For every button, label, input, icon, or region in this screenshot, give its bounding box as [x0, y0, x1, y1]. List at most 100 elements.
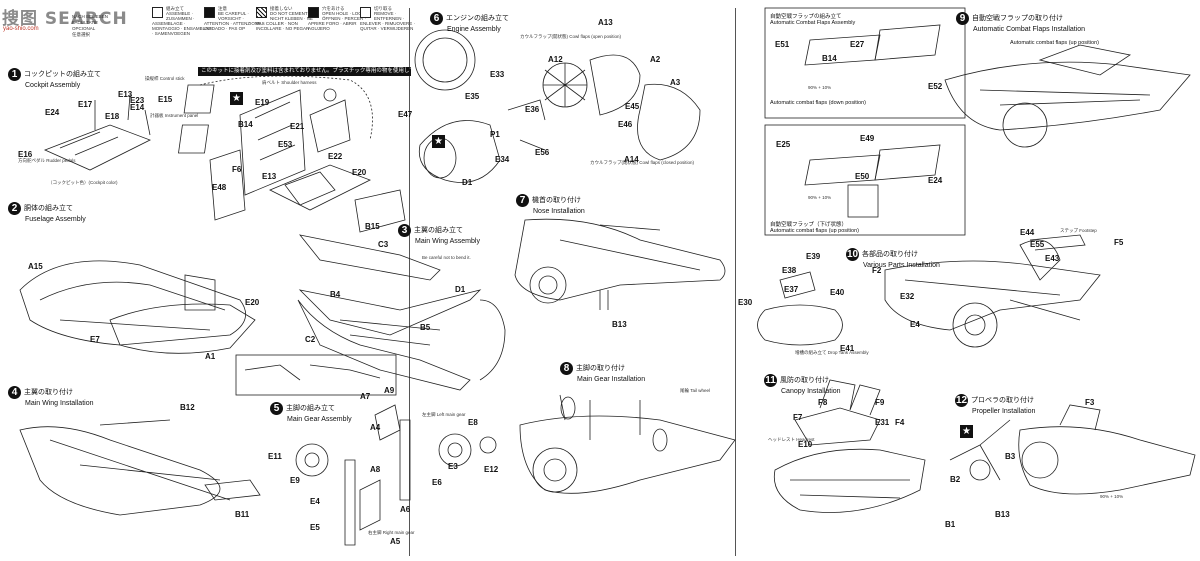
part-label: P1: [490, 130, 500, 139]
part-label: E56: [535, 148, 550, 157]
part-label: E53: [278, 140, 293, 149]
note-headrest: ヘッドレスト Headrest: [768, 437, 815, 442]
part-label: B13: [612, 320, 627, 329]
part-label: E48: [212, 183, 227, 192]
part-label: B1: [945, 520, 956, 529]
part-label: E8: [468, 418, 478, 427]
cockpit-floor-drawing: [43, 124, 151, 171]
part-label: B5: [420, 323, 431, 332]
part-label: E18: [105, 112, 120, 121]
part-label: E32: [900, 292, 915, 301]
part-label: E4: [910, 320, 920, 329]
careful-icon: [204, 7, 215, 18]
part-label: F4: [895, 418, 905, 427]
part-label: E21: [290, 122, 305, 131]
page-fold-right: [735, 8, 736, 556]
part-label: F2: [872, 266, 882, 275]
note-drop-tank: 増槽の組み立て Drop Tank Assembly: [795, 350, 869, 355]
part-label: A6: [400, 505, 411, 514]
paint-code-a: NACH BELIEBEN: [72, 14, 109, 19]
part-label: E23: [130, 96, 145, 105]
note-careful: Be careful not to bend it.: [422, 255, 471, 260]
part-label: E20: [245, 298, 260, 307]
part-label: D1: [455, 285, 466, 294]
part-label: E22: [328, 152, 343, 161]
watermark-logo: 搜图 SEARCH: [2, 9, 128, 29]
part-label: E30: [738, 298, 753, 307]
part-label: B11: [235, 510, 250, 519]
part-label: E9: [290, 476, 300, 485]
part-label: E46: [618, 120, 633, 129]
part-label: B3: [1005, 452, 1016, 461]
fuselage-half-drawing: [19, 260, 247, 346]
remove-icon: [360, 7, 371, 18]
part-label: A1: [205, 352, 216, 361]
part-label: C2: [305, 335, 316, 344]
part-label: B14: [238, 120, 253, 129]
part-label: A3: [670, 78, 681, 87]
part-label: E45: [625, 102, 640, 111]
part-label: F3: [1085, 398, 1095, 407]
part-label: E39: [806, 252, 821, 261]
part-label: F9: [875, 398, 885, 407]
note-cowl-open: カウルフラップ(開状態) Cowl flaps (open position): [520, 34, 622, 39]
part-label: B13: [995, 510, 1010, 519]
part-label: E17: [78, 100, 93, 109]
propeller-drawing: [949, 419, 1011, 481]
part-label: C3: [378, 240, 389, 249]
part-label: E25: [776, 140, 791, 149]
star-icon: ★: [960, 425, 973, 438]
part-label: E31: [875, 418, 890, 427]
main-gear-install-drawing: [519, 415, 736, 494]
note-mix-3: 90% + 10%: [1100, 494, 1124, 499]
part-label: E6: [432, 478, 442, 487]
part-label: E35: [465, 92, 480, 101]
part-label: E16: [18, 150, 33, 159]
part-label: E13: [262, 172, 277, 181]
nose-install-drawing: [514, 218, 726, 301]
part-label: E5: [310, 523, 320, 532]
drop-tank-drawing: [757, 304, 843, 346]
paint-code-d: 任意選択: [72, 32, 90, 37]
wheel-drawing-right: [438, 433, 472, 467]
part-label: E14: [130, 103, 145, 112]
cockpit-seat-drawing: [239, 89, 306, 196]
canopy-fuselage-drawing: [773, 448, 926, 513]
part-label: A13: [598, 18, 613, 27]
page-fold-left: [409, 8, 410, 556]
part-label: E12: [484, 465, 499, 474]
note-mix-2: 90% + 10%: [808, 195, 832, 200]
part-label: B4: [330, 290, 341, 299]
part-label: A8: [370, 465, 381, 474]
part-label: E15: [158, 95, 173, 104]
part-label: A5: [390, 537, 401, 546]
part-label: B14: [822, 54, 837, 63]
flap-box-2-frame: [764, 124, 966, 236]
part-label: E49: [860, 134, 875, 143]
note-right-gear: 右主脚 Right main gear: [368, 530, 415, 535]
part-label: F8: [818, 398, 828, 407]
notice-banner: このキットに接着剤及び塗料は含まれておりません。プラスチック専用の物を使用して下…: [198, 67, 411, 76]
part-label: A2: [650, 55, 661, 64]
note-cockpit-color: （コックピット色）(Cockpit color): [48, 180, 118, 185]
flaps-up-position: Automatic combat flaps (down position): [770, 100, 866, 106]
note-cowl-closed: カウルフラップ(閉状態) Cowl flaps (closed position…: [590, 160, 695, 165]
part-label: E13: [118, 90, 133, 99]
paint-code-b: FACULTATIF: [72, 20, 99, 25]
paint-code-box: NACH BELIEBEN FACULTATIF OPCIONAL 任意選択: [4, 4, 149, 44]
cowling-d1-drawing: [418, 120, 501, 183]
note-rudder-pedals: 方向舵ペダル Rudder pedals: [18, 158, 76, 163]
part-label: F5: [1114, 238, 1124, 247]
open-hole-icon: [308, 7, 319, 18]
note-mix-1: 90% + 10%: [808, 85, 832, 90]
note-shoulder-harness: 肩ベルト Shoulder harness: [262, 80, 317, 85]
